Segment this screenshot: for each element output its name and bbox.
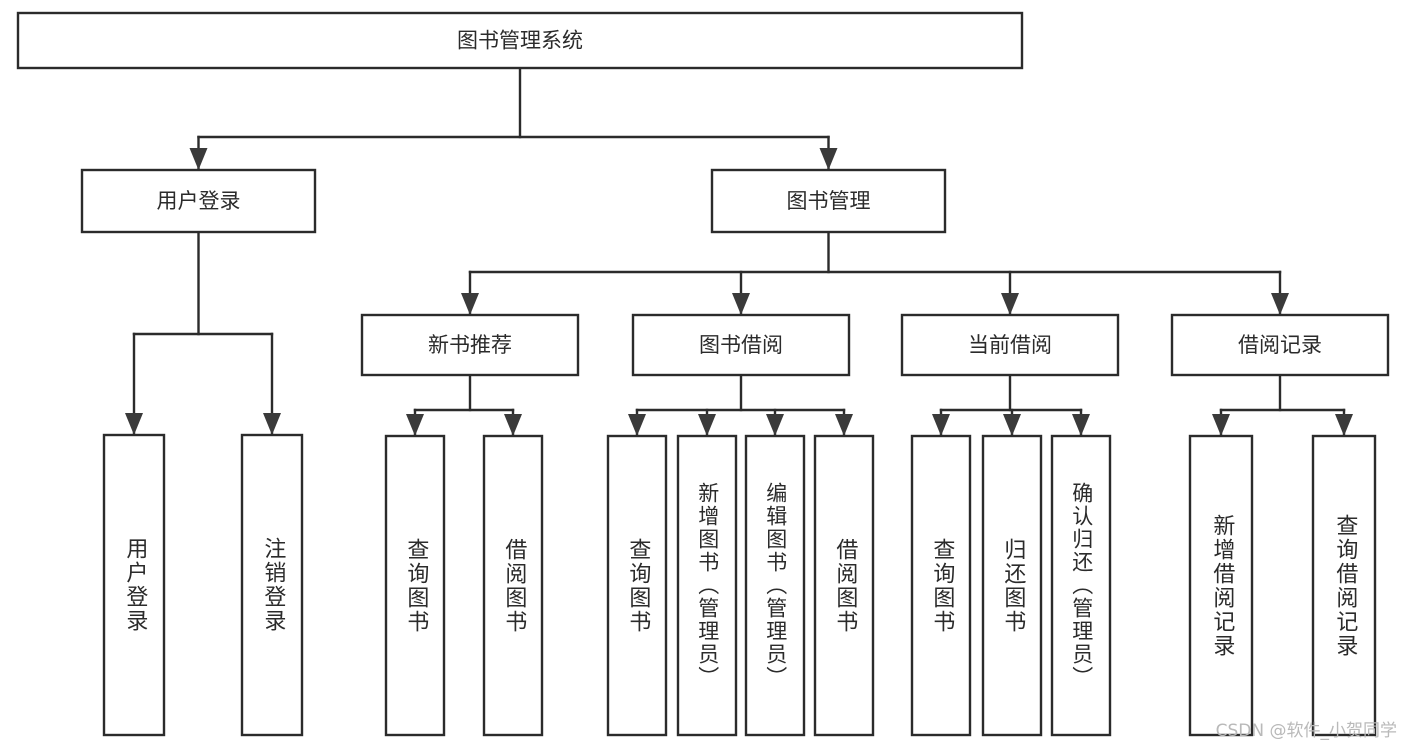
node-leaf-return-book-rect (981, 434, 1043, 737)
node-leaf-confirm-return-admin-rect (1050, 434, 1112, 737)
node-borrow-record-label: 借阅记录 (1238, 333, 1322, 357)
node-leaf-user-login[interactable] (102, 433, 166, 737)
node-leaf-add-book-admin-rect (676, 434, 738, 737)
arrow-head-icon (835, 414, 853, 436)
arrow-head-icon (1212, 414, 1230, 436)
node-leaf-add-borrow-record[interactable] (1188, 434, 1254, 737)
node-leaf-query-book-rec[interactable] (384, 434, 446, 737)
node-user-login-rect (80, 168, 317, 234)
node-leaf-edit-book-admin-rect (744, 434, 806, 737)
node-new-book-recommend-rect (360, 313, 580, 377)
arrow-head-icon (189, 148, 208, 170)
arrow-head-icon (932, 414, 950, 436)
node-leaf-query-borrow-record-rect (1311, 434, 1377, 737)
node-borrow-record[interactable]: 借阅记录 (1170, 313, 1390, 377)
arrow-head-icon (1072, 414, 1090, 436)
node-leaf-query-book-current[interactable] (910, 434, 972, 737)
connector-layer (125, 66, 1353, 438)
node-book-borrow-label: 图书借阅 (699, 333, 783, 357)
arrow-head-icon (766, 414, 784, 436)
arrow-head-icon (1335, 414, 1353, 436)
node-leaf-confirm-return-admin[interactable] (1050, 434, 1112, 737)
node-leaf-edit-book-admin[interactable] (744, 434, 806, 737)
arrow-head-icon (698, 414, 716, 436)
node-leaf-query-borrow-record[interactable] (1311, 434, 1377, 737)
node-leaf-borrow-book-rec-rect (482, 434, 544, 737)
node-leaf-query-book-rec-rect (384, 434, 446, 737)
node-new-book-recommend-label: 新书推荐 (428, 333, 512, 357)
node-user-login-label: 用户登录 (157, 189, 241, 213)
node-current-borrow[interactable]: 当前借阅 (900, 313, 1120, 377)
arrow-head-icon (504, 414, 522, 436)
node-leaf-add-borrow-record-rect (1188, 434, 1254, 737)
node-root-rect (16, 11, 1024, 70)
node-current-borrow-rect (900, 313, 1120, 377)
node-leaf-logout-login[interactable] (240, 433, 304, 737)
node-leaf-query-book-current-rect (910, 434, 972, 737)
node-book-borrow[interactable]: 图书借阅 (631, 313, 851, 377)
node-leaf-query-book-borrow[interactable] (606, 434, 668, 737)
watermark-text: CSDN @软件_小贺同学 (1215, 721, 1397, 741)
node-current-borrow-label: 当前借阅 (968, 333, 1052, 357)
node-leaf-query-book-borrow-rect (606, 434, 668, 737)
node-borrow-record-rect (1170, 313, 1390, 377)
node-book-manage-rect (710, 168, 947, 234)
arrow-head-icon (819, 148, 838, 170)
node-leaf-borrow-book[interactable] (813, 434, 875, 737)
arrow-head-icon (1271, 293, 1289, 315)
node-leaf-borrow-book-rect (813, 434, 875, 737)
node-book-manage-label: 图书管理 (787, 189, 871, 213)
arrow-head-icon (628, 414, 646, 436)
arrow-head-icon (125, 413, 143, 435)
arrow-head-icon (263, 413, 281, 435)
node-new-book-recommend[interactable]: 新书推荐 (360, 313, 580, 377)
arrow-head-icon (732, 293, 750, 315)
node-leaf-user-login-rect (102, 433, 166, 737)
node-leaf-return-book[interactable] (981, 434, 1043, 737)
node-book-manage[interactable]: 图书管理 (710, 168, 947, 234)
arrow-head-icon (406, 414, 424, 436)
node-book-borrow-rect (631, 313, 851, 377)
arrow-head-icon (461, 293, 479, 315)
arrow-head-icon (1003, 414, 1021, 436)
node-user-login[interactable]: 用户登录 (80, 168, 317, 234)
node-root[interactable]: 图书管理系统 (16, 11, 1024, 70)
node-leaf-logout-login-rect (240, 433, 304, 737)
node-root-label: 图书管理系统 (457, 29, 583, 53)
node-leaf-add-book-admin[interactable] (676, 434, 738, 737)
node-leaf-borrow-book-rec[interactable] (482, 434, 544, 737)
arrow-head-icon (1001, 293, 1019, 315)
